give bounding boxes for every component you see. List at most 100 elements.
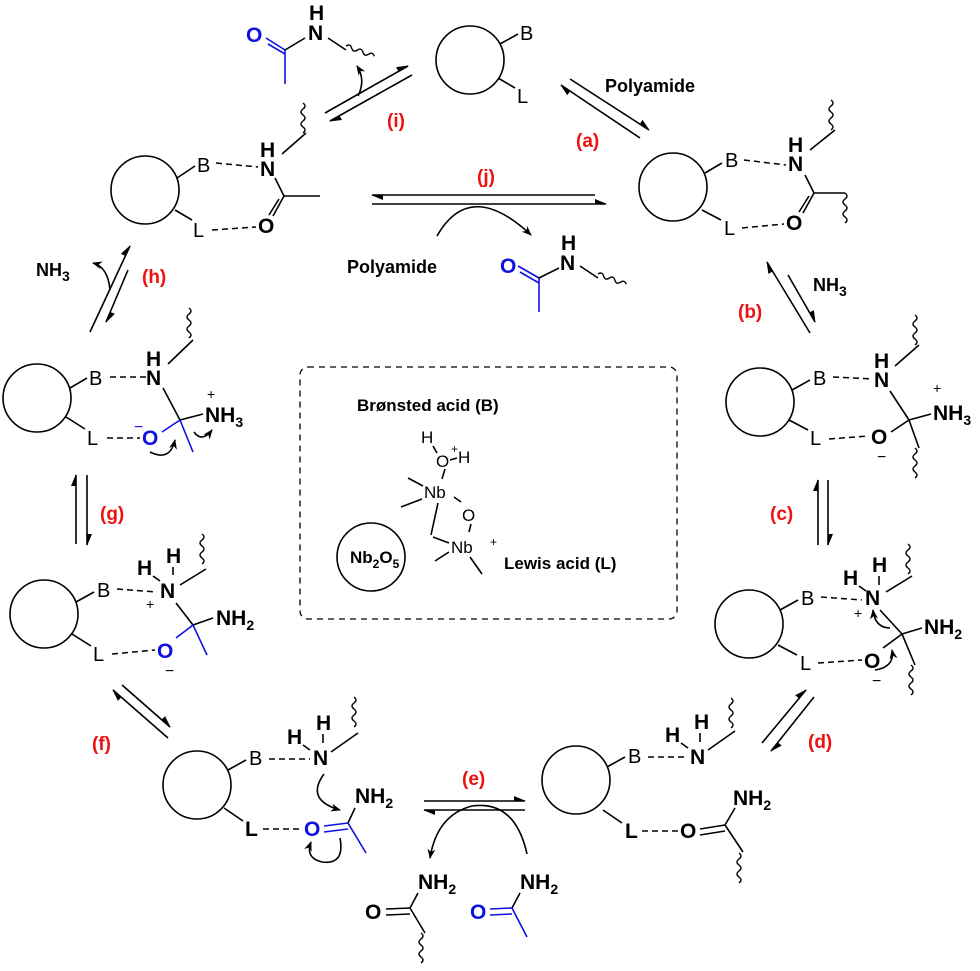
atom-nh3: NH3 [205,404,243,430]
atom-o: O [365,901,381,924]
double-bond [267,43,286,55]
bond [606,756,626,768]
bond [497,77,516,89]
bronsted-acid-label: Brønsted acid (B) [357,396,499,415]
step-label-j: (j) [477,167,495,188]
bond [227,759,247,771]
step-c: (c) [770,479,833,546]
lewis-site-label: L [724,218,735,240]
hydrogen-bond [211,226,257,231]
lewis-site-label: L [87,428,98,450]
hydrogen-bond [116,588,158,593]
bond [791,379,811,391]
atom-n: N [865,587,880,610]
curved-arrow [92,261,111,291]
hydrogen-bond [743,159,787,166]
hydrogen-bond [820,596,863,601]
bond [409,892,419,909]
atom-nh2: NH2 [355,785,393,811]
bond [788,419,809,431]
bond [901,627,923,635]
reverse-arrow [112,689,169,739]
bond [579,265,599,279]
hydrogen-bond [817,659,863,664]
product-amide: NH2 O [365,871,456,964]
double-bond [798,195,810,213]
atom-h: H [316,712,331,735]
atom-nh2: NH2 [418,871,456,897]
released-nh3: NH3 [36,260,70,284]
bond [894,344,920,367]
bond [901,633,916,666]
bond [407,477,424,487]
free-catalyst: B L [435,23,533,108]
bond [882,633,903,649]
atom-o: O [871,426,887,449]
bond [449,457,458,461]
bond [453,496,462,503]
atom-o: O [680,820,696,843]
polymer-chain-icon [728,697,734,729]
bond [162,387,181,421]
step-label-b: (b) [738,302,762,323]
bond [779,599,799,611]
hydrogen-bond [215,162,259,168]
atom-n: N [146,367,161,390]
plus-charge: + [207,386,215,402]
bond [724,824,744,853]
atom-h: H [843,567,858,590]
polymer-chain-icon [418,932,424,964]
double-bond [699,830,726,836]
forward-arrow [787,274,816,323]
catalyst-inset: Brønsted acid (B) H O + H Nb O Nb + Nb2O… [299,366,678,620]
bond [701,209,722,221]
inset-o: O [462,506,475,525]
bond [432,445,438,454]
atom-h: H [260,139,275,162]
atom-h: H [166,545,181,568]
atom-o: O [786,212,802,235]
lewis-acid-label: Lewis acid (L) [504,554,616,573]
catalyst-sphere [9,579,79,649]
bond [71,633,92,647]
polymer-chain-icon [736,852,742,884]
lewis-site-label: L [193,220,204,242]
atom-o-blue: O [157,640,173,663]
bond [302,744,311,751]
lewis-site-label: L [517,86,528,108]
lewis-site-label: L [800,653,811,675]
atom-nh2: NH2 [733,787,771,813]
reverse-arrow [766,261,811,334]
bond [347,807,356,824]
intermediate-right: B H N + NH3 L O − [725,314,971,479]
bond [432,536,450,544]
atom-h: H [287,726,302,749]
double-bond [323,828,349,833]
polymer-chain-icon [199,533,205,565]
step-a-arrows: Polyamide (a) [560,76,695,152]
bond [179,419,194,453]
curved-arrow [356,65,366,97]
forward-arrow [121,684,171,728]
atom-o-blue: O [246,24,262,47]
bond [175,602,194,626]
atom-n: N [160,580,175,603]
double-bond [489,907,513,910]
plus-charge: + [933,380,941,396]
bond [69,377,88,389]
bond [192,624,208,656]
bond [430,502,439,536]
lewis-site-label: L [810,428,821,450]
step-label-a: (a) [576,131,599,152]
step-g: (g) [71,474,124,546]
step-b: (b) NH3 [738,261,847,334]
bond [161,419,181,433]
inset-o: O [436,452,449,471]
step-j: (j) Polyamide O H N [347,167,628,312]
atom-nh2: NH2 [520,871,558,897]
step-label-e: (e) [462,769,485,790]
bond [347,822,367,854]
reverse-arrow [761,689,807,744]
bond [176,165,196,179]
intermediate-top-left: B H N L O [110,102,320,242]
